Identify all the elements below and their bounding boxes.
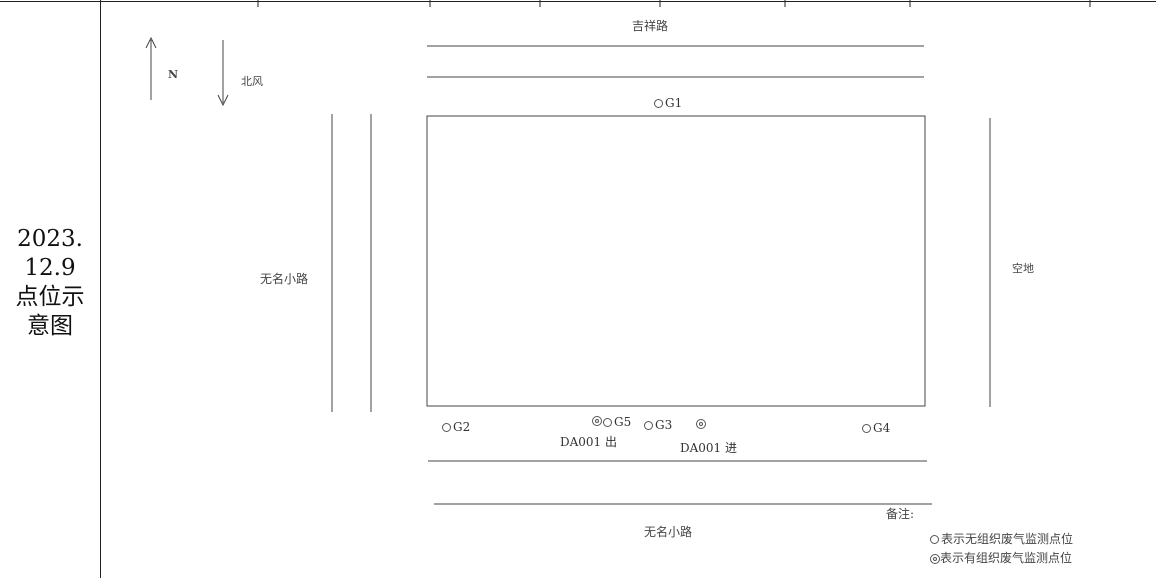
row-label-line: 12.9: [24, 255, 76, 281]
unorganized-point-icon: [862, 424, 871, 433]
point-g5: G5: [603, 415, 631, 429]
point-g1: G1: [654, 96, 682, 110]
point-g4-label: G4: [873, 421, 891, 435]
point-g2: G2: [442, 420, 470, 434]
legend-unorganized: 表示无组织废气监测点位: [930, 530, 1073, 547]
right-area-name: 空地: [1012, 262, 1034, 275]
legend-organized: 表示有组织废气监测点位: [930, 549, 1072, 566]
organized-point-icon: [930, 553, 940, 564]
unorganized-point-icon: [654, 99, 663, 108]
row-label-line: 点位示: [15, 284, 85, 310]
row-label-line: 2023.: [17, 226, 83, 252]
point-g3-label: G3: [655, 418, 673, 432]
plant-boundary: [426, 115, 926, 407]
row-label: 2023. 12.9 点位示 意图: [0, 225, 100, 341]
point-g4: G4: [862, 421, 890, 435]
point-g2-label: G2: [453, 420, 471, 434]
point-g1-label: G1: [665, 96, 683, 110]
legend-unorganized-text: 表示无组织废气监测点位: [941, 532, 1074, 546]
point-g5-label: G5: [614, 415, 632, 429]
legend-title: 备注:: [886, 507, 915, 521]
point-da001-in: DA001 进: [680, 441, 738, 455]
north-arrow-head: [145, 36, 157, 49]
unorganized-point-icon: [442, 423, 451, 432]
left-road-name: 无名小路: [260, 272, 309, 286]
organized-point-icon: [592, 415, 602, 426]
row-label-line: 意图: [27, 313, 73, 339]
north-label: N: [168, 68, 179, 81]
wind-label: 北风: [241, 75, 263, 88]
point-da001-out: DA001 出: [560, 435, 618, 449]
top-road-name: 吉祥路: [632, 19, 669, 33]
point-g3: G3: [644, 418, 672, 432]
organized-point-icon: [696, 418, 707, 429]
legend-organized-text: 表示有组织废气监测点位: [940, 551, 1073, 565]
wind-arrow-head: [217, 94, 229, 107]
bottom-road-name: 无名小路: [644, 525, 693, 539]
unorganized-point-icon: [603, 418, 612, 427]
unorganized-point-icon: [644, 421, 653, 430]
unorganized-point-icon: [930, 535, 939, 544]
